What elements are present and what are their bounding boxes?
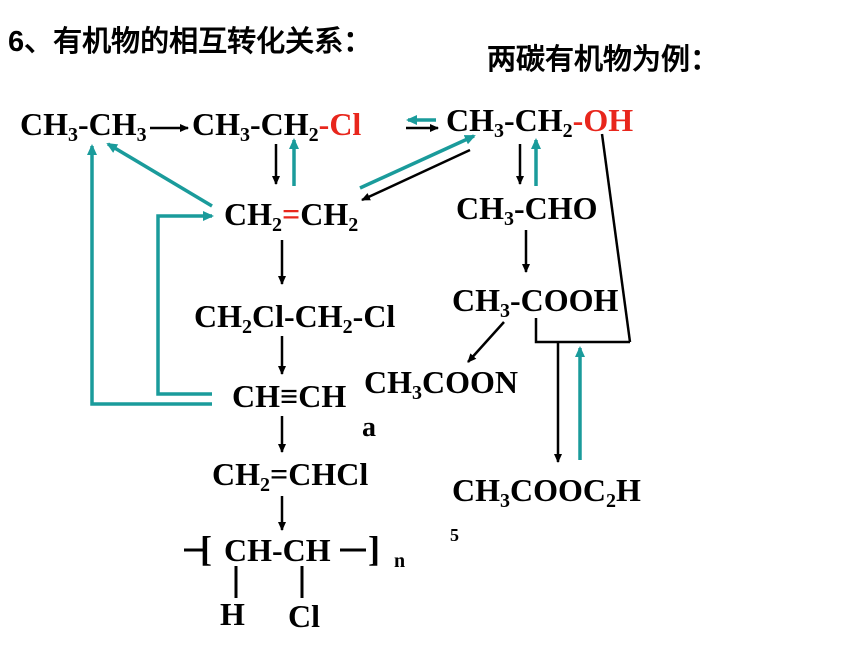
formula-acetic-acid: CH3-COOH — [452, 282, 619, 322]
arrow-acetic-acid-to-sodium-acetate — [467, 321, 505, 363]
pvc-bracket-right: ] — [368, 529, 380, 569]
title-example: 两碳有机物为例： — [487, 42, 720, 76]
pvc-main: CH-CH — [224, 532, 331, 568]
line-acid-ester-junction — [534, 318, 630, 344]
formula-ethyl-acetate-tail: 5 — [450, 525, 459, 545]
formula-chloroethane: CH3-CH2-Cl — [192, 106, 362, 146]
formula-ethane: CH3-CH3 — [20, 106, 147, 146]
arrow-ethylene-to-ethanol — [359, 134, 476, 190]
formula-dichloroethane: CH2Cl-CH2-Cl — [194, 298, 396, 338]
pvc-cl: Cl — [288, 598, 320, 634]
formula-ethanol: CH3-CH2-OH — [446, 102, 634, 142]
formula-acetylene: CH≡CH — [232, 378, 347, 414]
formula-ethylene: CH2=CH2 — [224, 196, 359, 236]
title-main: 6、有机物的相互转化关系： — [8, 26, 373, 58]
formula-vinyl-chloride: CH2=CHCl — [212, 456, 369, 496]
arrow-acetylene-to-ethylene — [156, 211, 214, 396]
pvc-h: H — [220, 596, 245, 632]
formula-acetaldehyde: CH3-CHO — [456, 190, 598, 230]
arrow-acetylene-to-ethane — [87, 144, 212, 406]
arrow-ethanol-to-ethylene — [361, 148, 471, 202]
formula-sodium-acetate-tail: a — [362, 412, 376, 443]
formula-sodium-acetate: CH3COON — [364, 364, 518, 404]
formula-ethyl-acetate: CH3COOC2H — [452, 472, 641, 512]
arrow-ethylene-to-ethane — [106, 142, 213, 208]
line-ethanol-to-junction — [600, 133, 632, 343]
pvc-n: n — [394, 550, 406, 572]
